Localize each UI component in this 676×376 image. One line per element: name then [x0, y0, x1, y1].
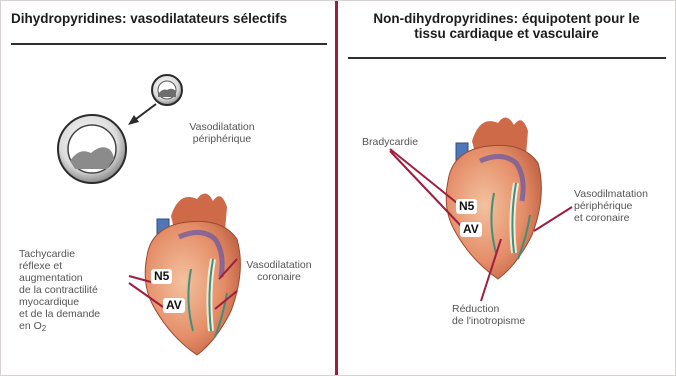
label-line: de la contractilité: [19, 284, 100, 296]
vasodilatation-pointer: [534, 207, 572, 231]
vasodilatation-label: Vasodilmatation périphérique et coronair…: [574, 188, 648, 224]
label-line: et coronaire: [574, 212, 648, 224]
sinus-node-label: N5: [456, 199, 477, 214]
label-line: réflexe et: [19, 260, 100, 272]
coronary-vasodilatation-label: Vasodilatation coronaire: [229, 259, 329, 283]
o2-subscript: 2: [42, 324, 46, 333]
dihydropyridines-panel: Dihydropyridines: vasodilatateurs sélect…: [1, 1, 335, 375]
label-line: périphérique: [574, 200, 648, 212]
label-line: de l'inotropisme: [452, 315, 525, 327]
label-line: Vasodilatation: [229, 259, 329, 271]
bradycardie-pointer: [390, 149, 457, 203]
tachycardie-label: Tachycardie réflexe et augmentation de l…: [19, 248, 100, 335]
sinus-node-label: N5: [151, 269, 172, 284]
bradycardie-label: Bradycardie: [362, 136, 418, 148]
label-line: et de la demande: [19, 308, 100, 320]
o2-label: en O2: [19, 320, 100, 335]
av-node-label: AV: [460, 222, 482, 237]
label-line: Vasodilmatation: [574, 188, 648, 200]
o2-text: en O: [19, 320, 42, 332]
label-line: Réduction: [452, 303, 525, 315]
label-line: Tachycardie: [19, 248, 100, 260]
av-node-label: AV: [163, 298, 185, 313]
non-dihydropyridines-panel: Non-dihydropyridines: équipotent pour le…: [338, 1, 675, 375]
label-line: coronaire: [229, 271, 329, 283]
label-line: myocardique: [19, 296, 100, 308]
inotropisme-label: Réduction de l'inotropisme: [452, 303, 525, 327]
label-line: augmentation: [19, 272, 100, 284]
